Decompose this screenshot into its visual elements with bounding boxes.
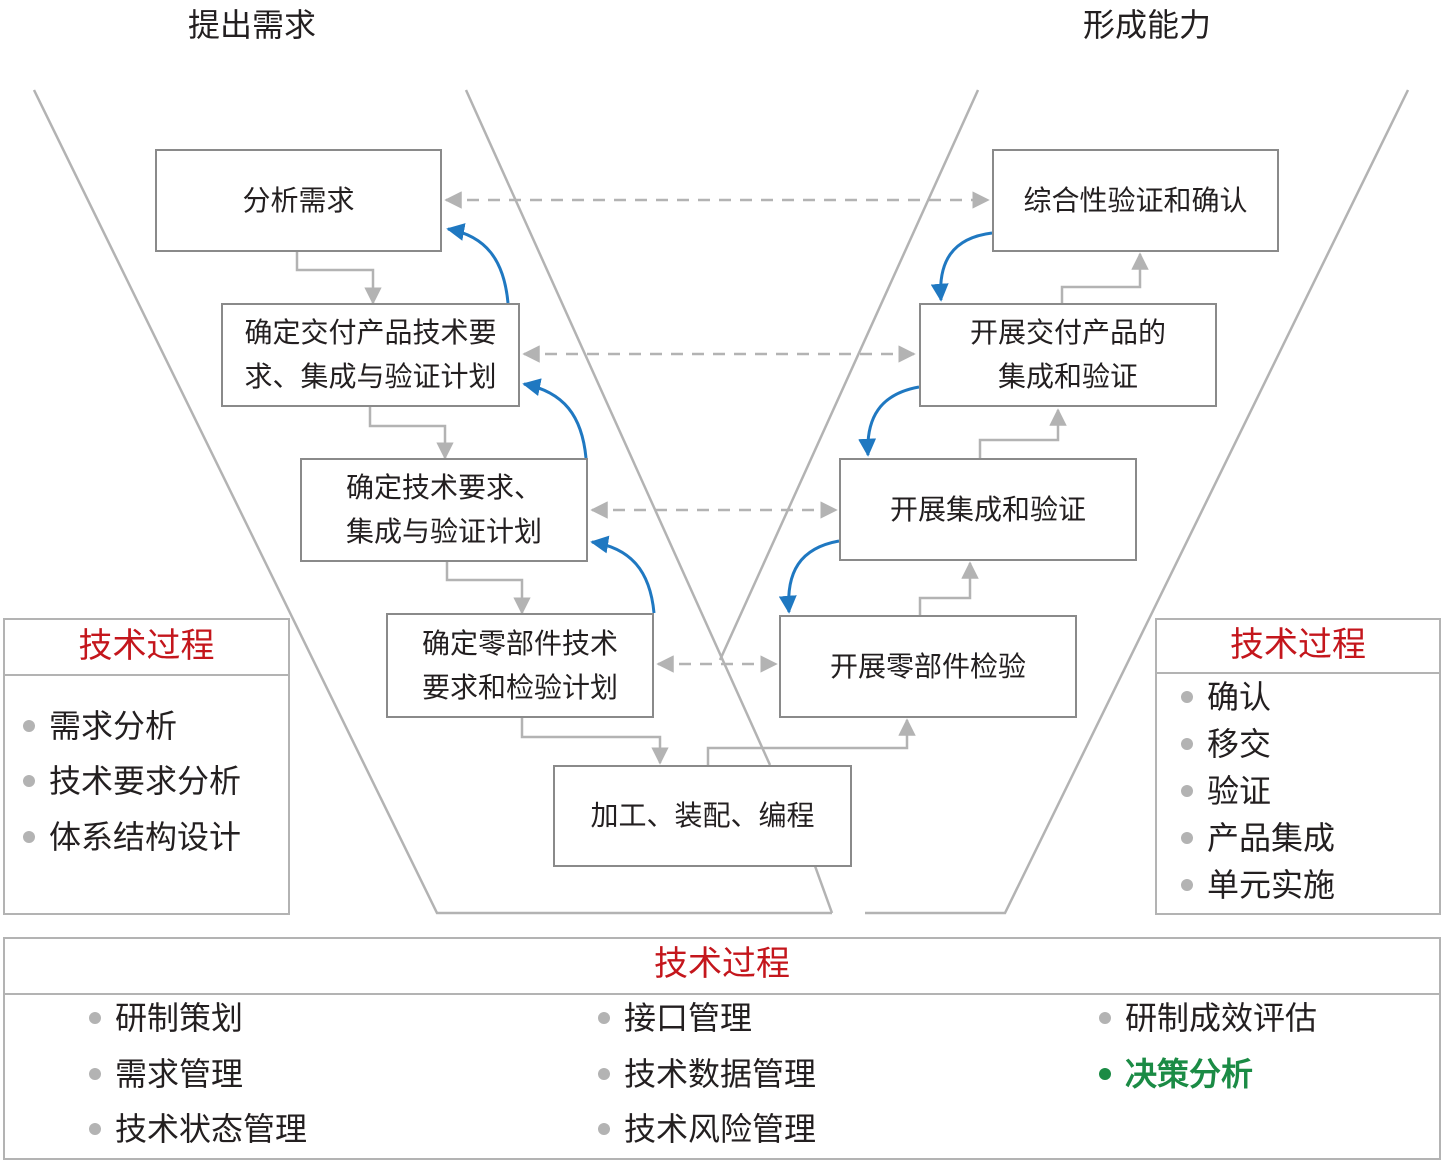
step-label: 加工、装配、编程 (590, 799, 815, 832)
bullet-icon (1181, 878, 1193, 891)
step-component-requirements: 确定零部件技术 要求和检验计划 (386, 613, 654, 718)
left-process-panel: 技术过程 需求分析 技术要求分析 体系结构设计 (3, 618, 290, 915)
feedback-arrows-right (778, 231, 993, 614)
connector-1-2 (295, 252, 382, 305)
step-manufacture: 加工、装配、编程 (553, 765, 852, 867)
step-product-requirements: 确定交付产品技术要 求、集成与验证计划 (221, 303, 520, 407)
v-right-inner (718, 89, 980, 661)
bullet-icon (1181, 737, 1193, 750)
list-item: 技术要求分析 (23, 761, 241, 801)
step-technical-requirements: 确定技术要求、 集成与验证计划 (300, 458, 588, 562)
list-item: 技术数据管理 (598, 1054, 816, 1094)
step-label: 分析需求 (242, 183, 355, 217)
list-item: 体系结构设计 (23, 817, 241, 857)
step-label: 开展零部件检验 (829, 649, 1026, 683)
step-label: 综合性验证和确认 (1023, 183, 1248, 217)
list-item: 确认 (1181, 677, 1271, 717)
list-item: 产品集成 (1181, 818, 1335, 858)
list-item: 需求分析 (23, 706, 177, 746)
list-item-highlighted: 决策分析 (1099, 1054, 1253, 1094)
step-label: 确定交付产品技术要 (244, 316, 497, 349)
heading-right: 形成能力 (1083, 6, 1212, 44)
panel-title: 技术过程 (5, 620, 288, 676)
v-left-outer (32, 89, 832, 915)
panel-title: 技术过程 (5, 939, 1439, 995)
step-label: 要求和检验计划 (421, 670, 618, 704)
connector-4-5 (520, 718, 669, 765)
connector-3-4 (445, 562, 531, 615)
connector-5-r4 (706, 718, 916, 765)
bullet-icon (1099, 1011, 1111, 1024)
step-label: 求、集成与验证计划 (244, 360, 497, 393)
bullet-icon (1181, 784, 1193, 797)
step-verification-validation: 综合性验证和确认 (992, 149, 1279, 252)
bullet-icon (598, 1067, 610, 1080)
feedback-3-2 (522, 378, 588, 459)
feedback-r1-r2 (930, 231, 993, 302)
step-product-integration: 开展交付产品的 集成和验证 (919, 303, 1217, 407)
bullet-icon (23, 774, 35, 787)
connector-2-3 (368, 407, 454, 460)
feedback-r2-r3 (858, 385, 920, 457)
bullet-icon (89, 1011, 101, 1024)
down-connectors (295, 252, 669, 765)
bullet-icon (1181, 831, 1193, 844)
step-label: 开展交付产品的 (969, 316, 1166, 349)
up-connectors (706, 252, 1149, 765)
connector-r4-r3 (918, 561, 979, 615)
step-label: 集成与验证计划 (345, 515, 542, 548)
list-item: 技术状态管理 (89, 1109, 307, 1149)
v-right-outer (865, 89, 1410, 915)
list-item: 接口管理 (598, 998, 752, 1038)
bullet-icon (598, 1122, 610, 1135)
list-item: 单元实施 (1181, 865, 1335, 905)
bullet-icon (598, 1011, 610, 1024)
bullet-icon (23, 830, 35, 843)
step-label: 集成和验证 (997, 360, 1138, 393)
feedback-arrows-left (446, 223, 656, 614)
connector-r2-r1 (1060, 252, 1149, 303)
feedback-r3-r4 (778, 539, 840, 614)
bottom-process-panel: 技术过程 研制策划 需求管理 技术状态管理 接口管理 技术数据管理 技术风险管理… (3, 937, 1441, 1160)
step-component-inspection: 开展零部件检验 (779, 615, 1077, 718)
list-item: 验证 (1181, 771, 1271, 811)
bullet-icon (1099, 1067, 1111, 1080)
connector-r3-r2 (978, 408, 1067, 458)
list-item: 需求管理 (89, 1054, 243, 1094)
step-label: 确定技术要求、 (345, 471, 542, 504)
list-item: 技术风险管理 (598, 1109, 816, 1149)
bullet-icon (1181, 690, 1193, 703)
list-item: 研制成效评估 (1099, 998, 1317, 1038)
bullet-icon (89, 1067, 101, 1080)
list-item: 移交 (1181, 724, 1271, 764)
v-left-inner-lower (813, 865, 834, 914)
panel-title: 技术过程 (1157, 620, 1439, 674)
dashed-links (444, 191, 990, 673)
feedback-4-3 (590, 535, 656, 614)
step-integration: 开展集成和验证 (839, 458, 1137, 561)
step-label: 确定零部件技术 (421, 626, 618, 660)
feedback-2-1 (446, 223, 510, 304)
bullet-icon (89, 1122, 101, 1135)
step-analyze-requirements: 分析需求 (155, 149, 442, 252)
heading-left: 提出需求 (188, 6, 317, 44)
bullet-icon (23, 719, 35, 732)
right-process-panel: 技术过程 确认 移交 验证 产品集成 单元实施 (1155, 618, 1441, 915)
list-item: 研制策划 (89, 998, 243, 1038)
step-label: 开展集成和验证 (889, 492, 1086, 526)
